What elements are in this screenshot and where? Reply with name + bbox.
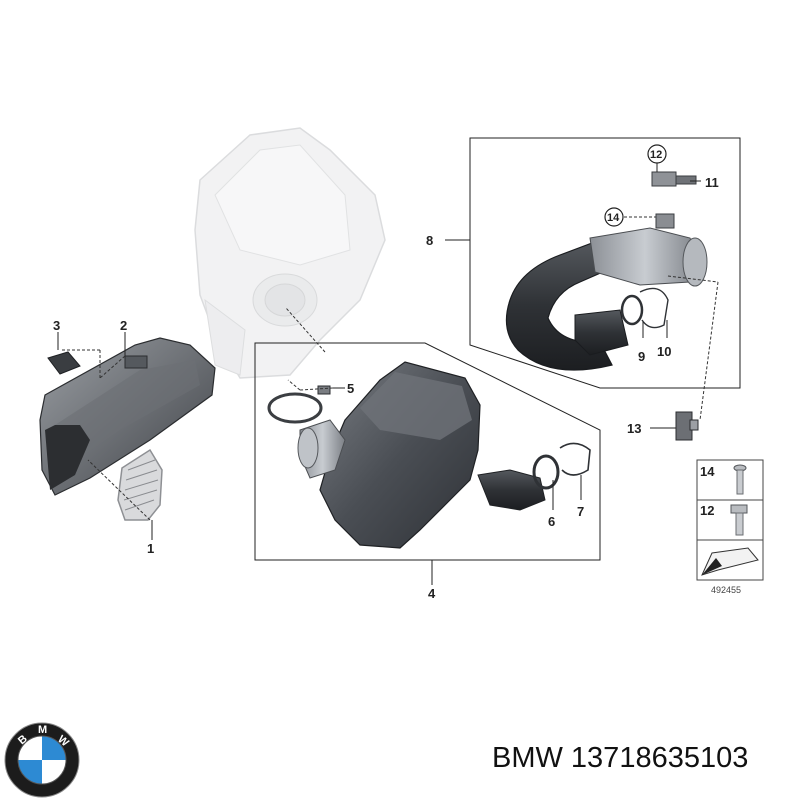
svg-text:14: 14 — [607, 212, 620, 224]
clip-part — [47, 351, 81, 375]
diagram-id: 492455 — [711, 585, 741, 595]
callout-8: 8 — [426, 233, 433, 248]
wire-clamp-part — [639, 287, 669, 329]
direction-arrow-icon — [701, 547, 759, 576]
hose-clamp-part — [267, 385, 331, 424]
bmw-logo-icon: B M W — [4, 722, 80, 798]
wire-clip-part — [559, 442, 591, 476]
svg-text:M: M — [38, 724, 47, 736]
callout-9: 9 — [638, 349, 645, 364]
svg-text:12: 12 — [650, 149, 662, 161]
group-frame-8 — [469, 137, 741, 389]
callout-11: 11 — [705, 175, 719, 190]
legend-label-12: 12 — [700, 503, 714, 518]
group-frame-4 — [254, 342, 601, 561]
grille-part — [117, 448, 163, 521]
air-cleaner-housing-part — [297, 361, 546, 549]
callout-3: 3 — [53, 318, 60, 333]
callout-2: 2 — [120, 318, 127, 333]
callout-12-circled: 12 — [647, 144, 667, 164]
callout-7: 7 — [577, 504, 584, 519]
air-box-housing-ghost — [194, 127, 386, 379]
screw-icon — [733, 464, 747, 495]
legend-label-14: 14 — [700, 464, 715, 479]
fastener-legend: 14 12 492455 — [696, 459, 764, 595]
callout-4: 4 — [428, 586, 436, 601]
callout-13: 13 — [627, 421, 641, 436]
bolt-icon — [730, 504, 748, 536]
intake-duct-part — [39, 337, 216, 496]
part-number-title: BMW 13718635103 — [492, 742, 749, 774]
callout-10: 10 — [657, 344, 671, 359]
seal-ring-part — [532, 454, 560, 490]
leader-lines — [57, 163, 719, 585]
callout-1: 1 — [147, 541, 154, 556]
intake-hose-part — [505, 213, 708, 371]
temperature-sensor-part — [675, 411, 699, 441]
callout-5: 5 — [347, 381, 354, 396]
callout-6: 6 — [548, 514, 555, 529]
sensor-part — [651, 171, 697, 187]
seal-ring-small-part — [620, 294, 644, 326]
callout-14-circled: 14 — [604, 207, 624, 227]
